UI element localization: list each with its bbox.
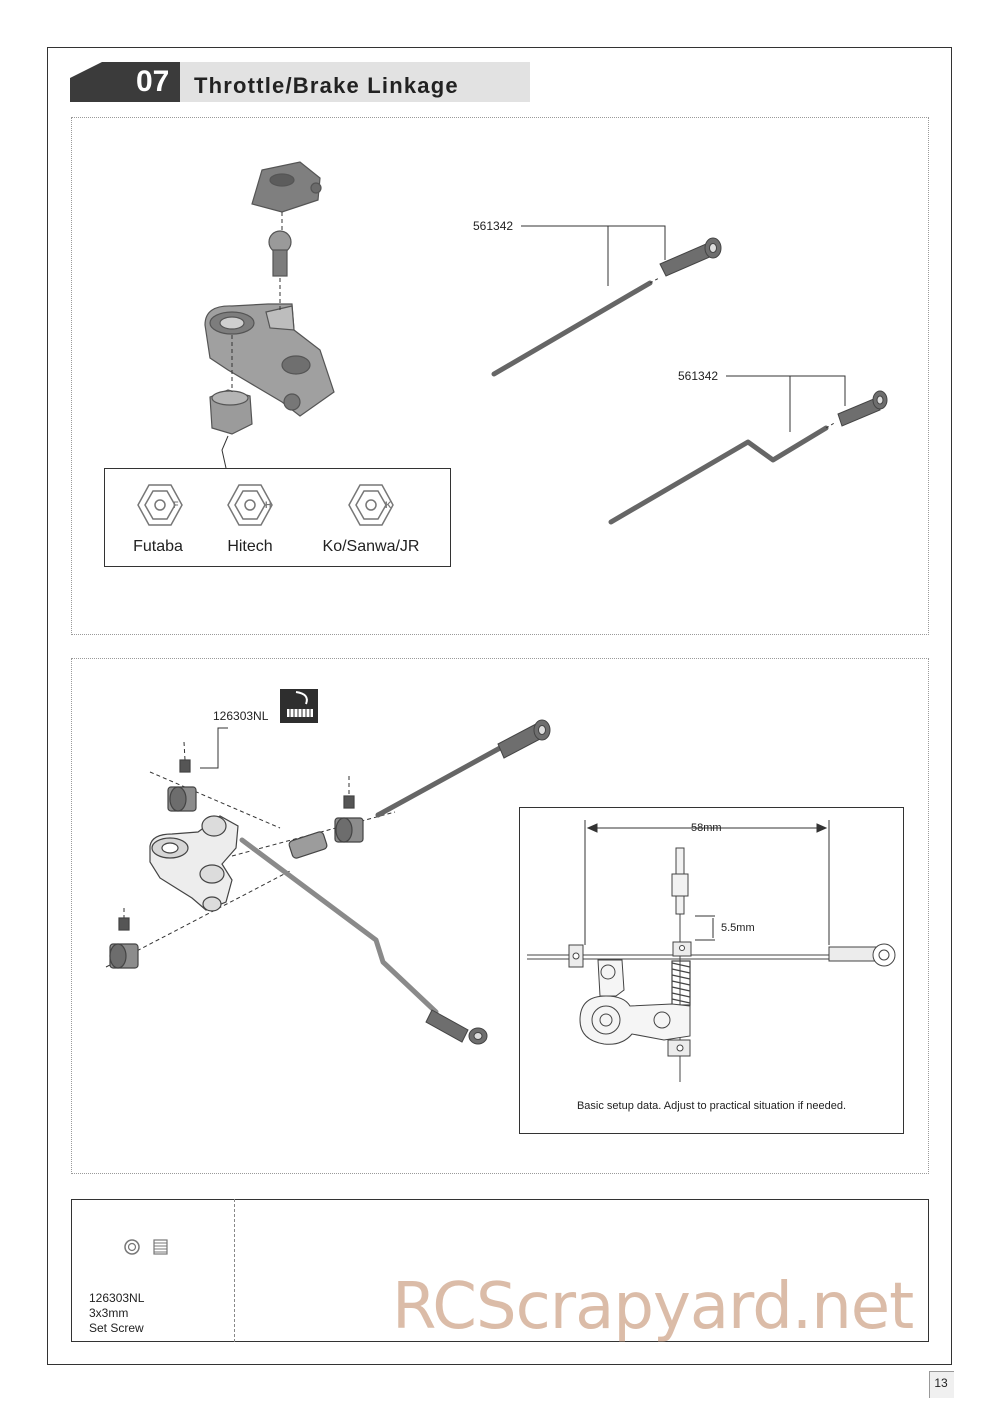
futaba-mark: F xyxy=(173,500,179,510)
rod-end-bottom xyxy=(837,390,888,427)
thread-lock-icon xyxy=(280,689,318,723)
parts-list-part-number: 126303NL xyxy=(89,1291,145,1305)
parts-list-panel xyxy=(71,1199,929,1342)
step-number: 07 xyxy=(136,65,170,98)
futaba-nut-icon xyxy=(137,484,183,526)
part-number-rod-end-top: 561342 xyxy=(473,219,514,233)
dimension-5-5mm: 5.5mm xyxy=(721,922,755,934)
watermark-text: RCScrapyard.net xyxy=(392,1270,914,1344)
part-number-rod-end-bottom: 561342 xyxy=(678,369,719,383)
setup-diagram-box xyxy=(519,807,904,1134)
ko-sanwa-jr-mark: K xyxy=(385,500,392,510)
set-screw-3 xyxy=(118,917,130,931)
setup-caption: Basic setup data. Adjust to practical si… xyxy=(576,1100,847,1112)
set-screw-2 xyxy=(343,795,355,809)
page-frame xyxy=(47,47,952,1365)
servo-brand-ko-sanwa-jr: Ko/Sanwa/JR xyxy=(322,538,420,555)
servo-brand-hitech: Hitech xyxy=(227,538,273,555)
hitech-nut-icon xyxy=(227,484,273,526)
servo-saver-assembly xyxy=(149,815,239,912)
parts-list-name: Set Screw xyxy=(89,1321,144,1335)
brake-spring xyxy=(288,831,328,859)
throttle-rod-straight xyxy=(491,280,653,377)
brake-rod xyxy=(239,837,439,1015)
servo-brand-futaba: Futaba xyxy=(133,538,183,555)
setup-spring xyxy=(671,960,691,1006)
setup-servo-saver xyxy=(579,959,691,1057)
page-number-tab xyxy=(929,1371,954,1398)
ball-cup-part xyxy=(251,161,321,213)
servo-nut-icons xyxy=(137,484,394,526)
stopper-collar-1 xyxy=(167,786,197,812)
parts-list-divider xyxy=(234,1199,235,1342)
hitech-mark: H xyxy=(265,500,272,510)
assembly-panel-linkage xyxy=(71,658,929,1174)
step-title-bar xyxy=(180,62,530,102)
ko-sanwa-jr-nut-icon xyxy=(348,484,394,526)
step-title: Throttle/Brake Linkage xyxy=(194,73,459,98)
assembly-panel-servo-horn xyxy=(71,117,929,635)
rod-end-throttle xyxy=(497,719,551,759)
parts-list-size: 3x3mm xyxy=(89,1306,129,1320)
rod-end-brake xyxy=(425,1009,488,1045)
rod-end-top xyxy=(659,237,722,277)
part-number-set-screw: 126303NL xyxy=(213,709,269,723)
brake-rod-bent xyxy=(608,425,829,525)
dimension-58mm: 58mm xyxy=(691,822,722,834)
set-screw-1 xyxy=(179,759,191,773)
stopper-collar-2 xyxy=(334,817,364,843)
throttle-rod xyxy=(375,745,503,818)
page-number: 13 xyxy=(934,1376,948,1390)
stopper-collar-3 xyxy=(109,943,139,969)
set-screw-parts-icon xyxy=(124,1239,168,1255)
